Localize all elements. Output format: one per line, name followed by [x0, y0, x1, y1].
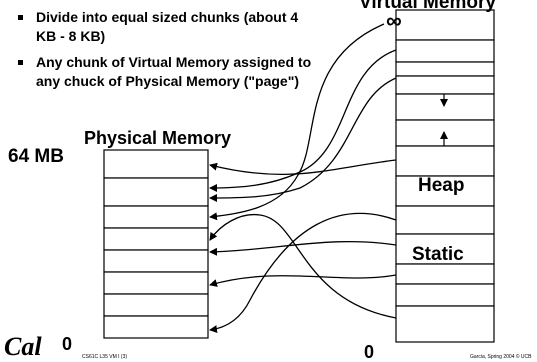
bullet-square-icon	[18, 60, 23, 65]
bullet-text: Any chunk of Virtual Memory assigned to …	[36, 54, 312, 89]
virtual-memory-title: Virtual Memory	[359, 0, 496, 13]
physical-page	[103, 315, 209, 339]
bullet-item: Divide into equal sized chunks (about 4 …	[16, 8, 316, 46]
bullet-item: Any chunk of Virtual Memory assigned to …	[16, 53, 316, 91]
virtual-page	[395, 263, 495, 285]
physical-memory-title: Physical Memory	[84, 128, 232, 148]
heap-label: Heap	[418, 175, 465, 196]
bullet-list: Divide into equal sized chunks (about 4 …	[16, 8, 316, 98]
virtual-page	[395, 175, 495, 207]
physical-page	[103, 271, 209, 295]
mapping-arrow	[209, 274, 397, 287]
virtual-page	[395, 61, 495, 77]
virtual-page	[395, 233, 495, 265]
mapping-arrow	[209, 77, 397, 202]
virtual-page	[395, 283, 495, 307]
virtual-page	[395, 119, 495, 147]
mapping-arrow	[209, 159, 397, 176]
virtual-page	[395, 305, 495, 343]
virtual-zero-label: 0	[364, 342, 375, 362]
static-label: Static	[412, 244, 464, 265]
infinity-label: ∞	[386, 8, 402, 33]
physical-top-label: 64 MB	[8, 146, 64, 167]
virtual-page	[395, 205, 495, 235]
footer-right-caption: Garcia, Spring 2004 © UCB	[470, 354, 532, 360]
page-mapping-arrows	[209, 23, 397, 334]
bullet-text: Divide into equal sized chunks (about 4 …	[36, 9, 299, 44]
virtual-page	[395, 9, 495, 41]
virtual-page	[395, 39, 495, 63]
physical-page	[103, 249, 209, 273]
physical-zero-label: 0	[62, 334, 73, 354]
footer-left-caption: CS61C L35 VM I (3)	[82, 354, 128, 360]
cal-logo: Cal	[4, 332, 42, 361]
mapping-arrow	[209, 240, 397, 256]
mapping-arrow	[209, 23, 385, 221]
mapping-arrow	[209, 213, 397, 319]
physical-page	[103, 293, 209, 317]
physical-page	[103, 227, 209, 251]
virtual-page	[395, 145, 495, 177]
physical-page	[103, 177, 209, 207]
physical-page	[103, 149, 209, 179]
mapping-arrow	[209, 212, 397, 334]
virtual-page	[395, 75, 495, 95]
physical-memory-stack	[103, 149, 209, 339]
physical-page	[103, 205, 209, 229]
mapping-arrow	[209, 49, 397, 192]
bullet-square-icon	[18, 15, 23, 20]
virtual-page	[395, 93, 495, 121]
virtual-memory-stack	[395, 9, 495, 343]
